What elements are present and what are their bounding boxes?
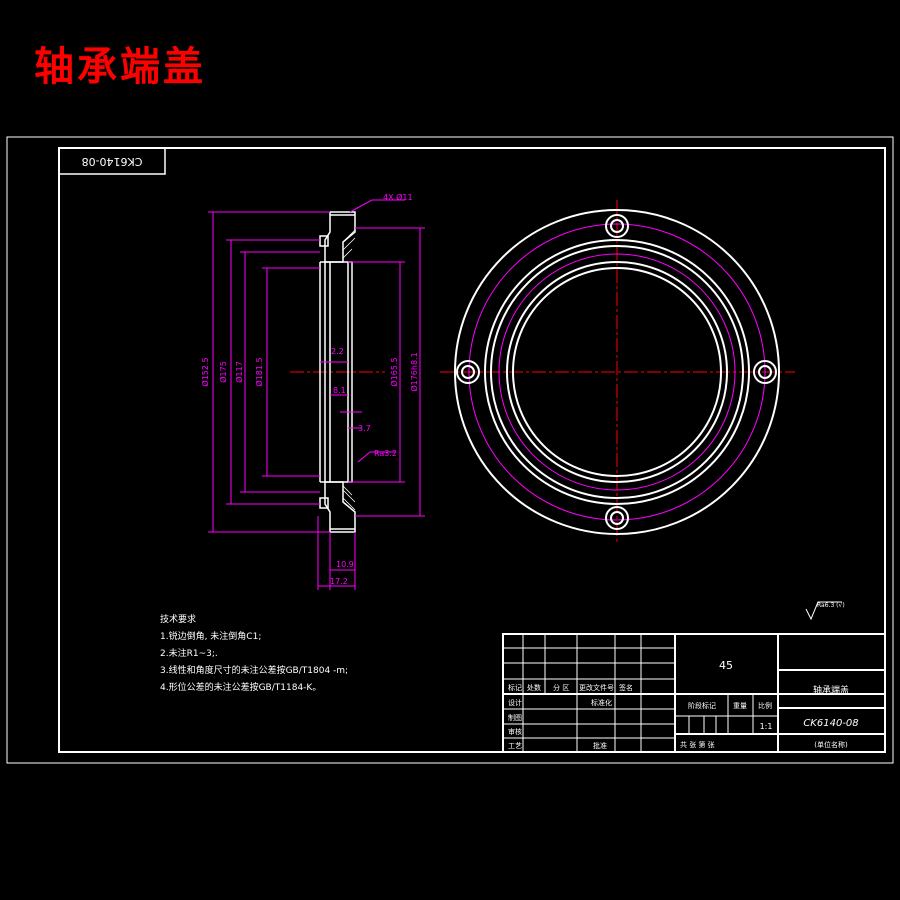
dim-d3: Ø117: [234, 361, 244, 383]
tb-std-label: 标准化: [591, 698, 612, 707]
front-view: [440, 200, 795, 542]
dim-d4: Ø181.5: [254, 357, 264, 386]
dim-holes: 4X Ø11: [383, 192, 413, 202]
roughness-symbol: Ra6.3 (√): [805, 601, 845, 621]
tb-stage-label: 阶段标记: [688, 701, 716, 710]
dim-w2: 17.2: [330, 577, 348, 586]
tech-req-heading: 技术要求: [160, 613, 196, 625]
tb-drawing-no: CK6140-08: [803, 718, 858, 729]
dim-d1: Ø152.5: [200, 357, 210, 386]
section-view: [290, 211, 385, 533]
tb-row-label: 分 区: [553, 683, 569, 692]
dim-t1: 2.2: [331, 347, 344, 356]
dim-roughness: Ra3.2: [374, 449, 397, 458]
section-dim-texts: 4X Ø11 Ø152.5 Ø175 Ø117 Ø181.5 Ø165.5 Ø1…: [200, 192, 419, 586]
tb-row-label: 更改文件号: [579, 683, 614, 692]
tb-scale: 1:1: [760, 722, 773, 731]
title-block-texts: 标记 处数 分 区 更改文件号 签名 设计 制图 审核 工艺 标准化 批准 45…: [508, 659, 859, 750]
tech-requirements: 技术要求 1.锐边倒角, 未注倒角C1; 2.未注R1~3;. 3.线性和角度尺…: [160, 613, 348, 693]
tb-left-label: 制图: [508, 713, 522, 722]
tb-row-label: 标记: [508, 683, 522, 692]
outer-frame: [6, 136, 894, 764]
dim-w1: 10.9: [336, 560, 354, 569]
tech-req-item: 1.锐边倒角, 未注倒角C1;: [160, 630, 261, 642]
rotated-drawing-number: CK6140-08: [82, 155, 143, 168]
section-dimensions: [208, 199, 425, 590]
tb-left-label: 设计: [508, 698, 522, 707]
tb-row-label: 签名: [619, 683, 633, 692]
tech-req-item: 2.未注R1~3;.: [160, 647, 218, 659]
tech-req-item: 3.线性和角度尺寸的未注公差按GB/T1804 -m;: [160, 664, 348, 676]
tb-left-label: 审核: [508, 727, 522, 736]
tb-weight-label: 重量: [733, 702, 747, 710]
dim-d2: Ø175: [218, 361, 228, 383]
rotated-number-box: CK6140-08: [58, 147, 166, 175]
tb-part-name: 轴承端盖: [813, 684, 849, 696]
tb-unit: (单位名称): [814, 740, 848, 749]
page-title: 轴承端盖: [34, 43, 206, 90]
tb-approve-label: 批准: [593, 741, 607, 750]
tb-sheets: 共 张 第 张: [680, 740, 715, 749]
inner-frame: [58, 147, 886, 753]
tb-material: 45: [719, 659, 733, 672]
tb-row-label: 处数: [527, 683, 541, 692]
dim-d5: Ø165.5: [389, 357, 399, 386]
dim-t2: 8.1: [333, 386, 346, 395]
dim-d6: Ø176h8.1: [409, 352, 419, 391]
tb-left-label: 工艺: [508, 742, 522, 750]
tb-scale-label: 比例: [758, 701, 772, 710]
title-block: [502, 633, 886, 753]
roughness-symbol-text: Ra6.3 (√): [817, 602, 845, 609]
tech-req-item: 4.形位公差的未注公差按GB/T1184-K。: [160, 681, 321, 693]
dim-t3: 3.7: [358, 424, 371, 433]
